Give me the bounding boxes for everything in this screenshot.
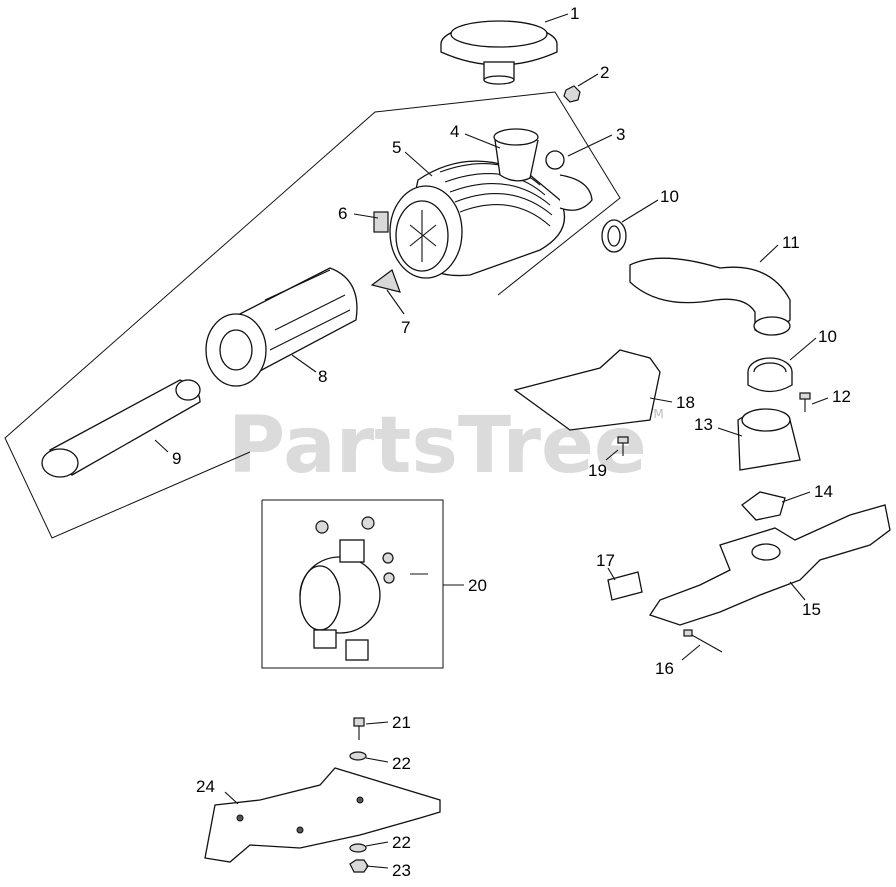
callout-22-lower[interactable]: 22 — [392, 833, 411, 852]
leader-15 — [789, 581, 806, 601]
callout-9[interactable]: 9 — [172, 449, 181, 468]
callout-19[interactable]: 19 — [588, 461, 607, 480]
part-10-hose-clamp-lower[interactable] — [747, 357, 793, 393]
leader-3 — [567, 134, 613, 157]
callout-3[interactable]: 3 — [616, 125, 625, 144]
callout-2[interactable]: 2 — [600, 63, 609, 82]
leader-12 — [811, 397, 829, 405]
callout-22-upper[interactable]: 22 — [392, 754, 411, 773]
part-7-vacuator-valve[interactable] — [370, 269, 401, 293]
part-20-frame — [261, 499, 444, 669]
leader-10b — [789, 337, 817, 361]
callout-17[interactable]: 17 — [596, 551, 615, 570]
part-21-bolt[interactable] — [353, 717, 365, 740]
part-5-end-cap[interactable] — [389, 185, 463, 279]
part-9-safety-filter[interactable] — [41, 379, 201, 478]
callout-1[interactable]: 1 — [570, 4, 579, 23]
leader-9 — [154, 439, 169, 453]
part-16-bolt[interactable] — [683, 629, 723, 653]
leader-1 — [544, 13, 569, 23]
callout-16[interactable]: 16 — [655, 659, 674, 678]
leader-11 — [759, 244, 779, 263]
callout-10-upper[interactable]: 10 — [660, 187, 679, 206]
part-2-nut[interactable] — [563, 85, 581, 103]
callout-20[interactable]: 20 — [468, 576, 487, 595]
part-17-gasket[interactable] — [607, 571, 643, 601]
callout-23[interactable]: 23 — [392, 861, 411, 880]
callout-18[interactable]: 18 — [676, 393, 695, 412]
callout-7[interactable]: 7 — [401, 318, 410, 337]
leader-17 — [607, 567, 616, 581]
leader-14 — [781, 491, 811, 503]
part-13-throttle-adapter[interactable] — [737, 408, 801, 471]
leader-10a — [621, 199, 659, 223]
callout-15[interactable]: 15 — [802, 600, 821, 619]
part-20-mounting-bracket-kit[interactable] — [299, 516, 428, 661]
leader-19 — [605, 449, 619, 461]
part-15-intake-manifold[interactable] — [648, 504, 891, 626]
leader-13 — [717, 427, 743, 437]
leader-23 — [365, 865, 389, 869]
leader-7 — [386, 289, 405, 315]
part-1-precleaner-cap[interactable] — [440, 20, 558, 85]
callout-12[interactable]: 12 — [832, 387, 851, 406]
leader-8 — [291, 354, 317, 373]
leader-2 — [577, 73, 599, 87]
part-22-washer-lower[interactable] — [349, 843, 367, 853]
leader-6 — [353, 213, 379, 219]
assembly-frame-left — [4, 91, 556, 539]
callout-14[interactable]: 14 — [814, 482, 833, 501]
callout-5[interactable]: 5 — [392, 138, 401, 157]
part-10-hose-clamp-upper[interactable] — [601, 219, 627, 253]
part-23-nut[interactable] — [349, 859, 369, 873]
leader-22a — [365, 757, 389, 763]
leader-22b — [365, 841, 389, 847]
callout-10-lower[interactable]: 10 — [818, 327, 837, 346]
leader-5 — [404, 151, 433, 177]
leader-18 — [649, 397, 673, 403]
leader-4 — [464, 133, 501, 149]
callout-6[interactable]: 6 — [338, 204, 347, 223]
assembly-frame-right — [497, 91, 621, 296]
callout-11[interactable]: 11 — [782, 233, 800, 252]
callout-8[interactable]: 8 — [318, 367, 327, 386]
part-6-clip[interactable] — [373, 211, 389, 233]
part-14-gasket[interactable] — [741, 491, 786, 521]
leader-24 — [224, 791, 239, 805]
part-18-bracket[interactable] — [513, 349, 661, 431]
callout-21[interactable]: 21 — [392, 713, 411, 732]
part-24-mounting-plate[interactable] — [204, 767, 441, 863]
callout-24[interactable]: 24 — [196, 777, 215, 796]
part-22-washer-upper[interactable] — [349, 751, 367, 761]
leader-21 — [365, 721, 389, 725]
part-19-screw[interactable] — [617, 436, 629, 456]
part-8-primary-filter[interactable] — [205, 267, 358, 387]
part-11-air-hose[interactable] — [629, 257, 791, 336]
part-4-inlet-elbow[interactable] — [493, 128, 539, 182]
leader-16 — [681, 644, 701, 661]
part-12-screw[interactable] — [799, 392, 811, 412]
callout-13[interactable]: 13 — [694, 415, 713, 434]
callout-4[interactable]: 4 — [450, 122, 459, 141]
